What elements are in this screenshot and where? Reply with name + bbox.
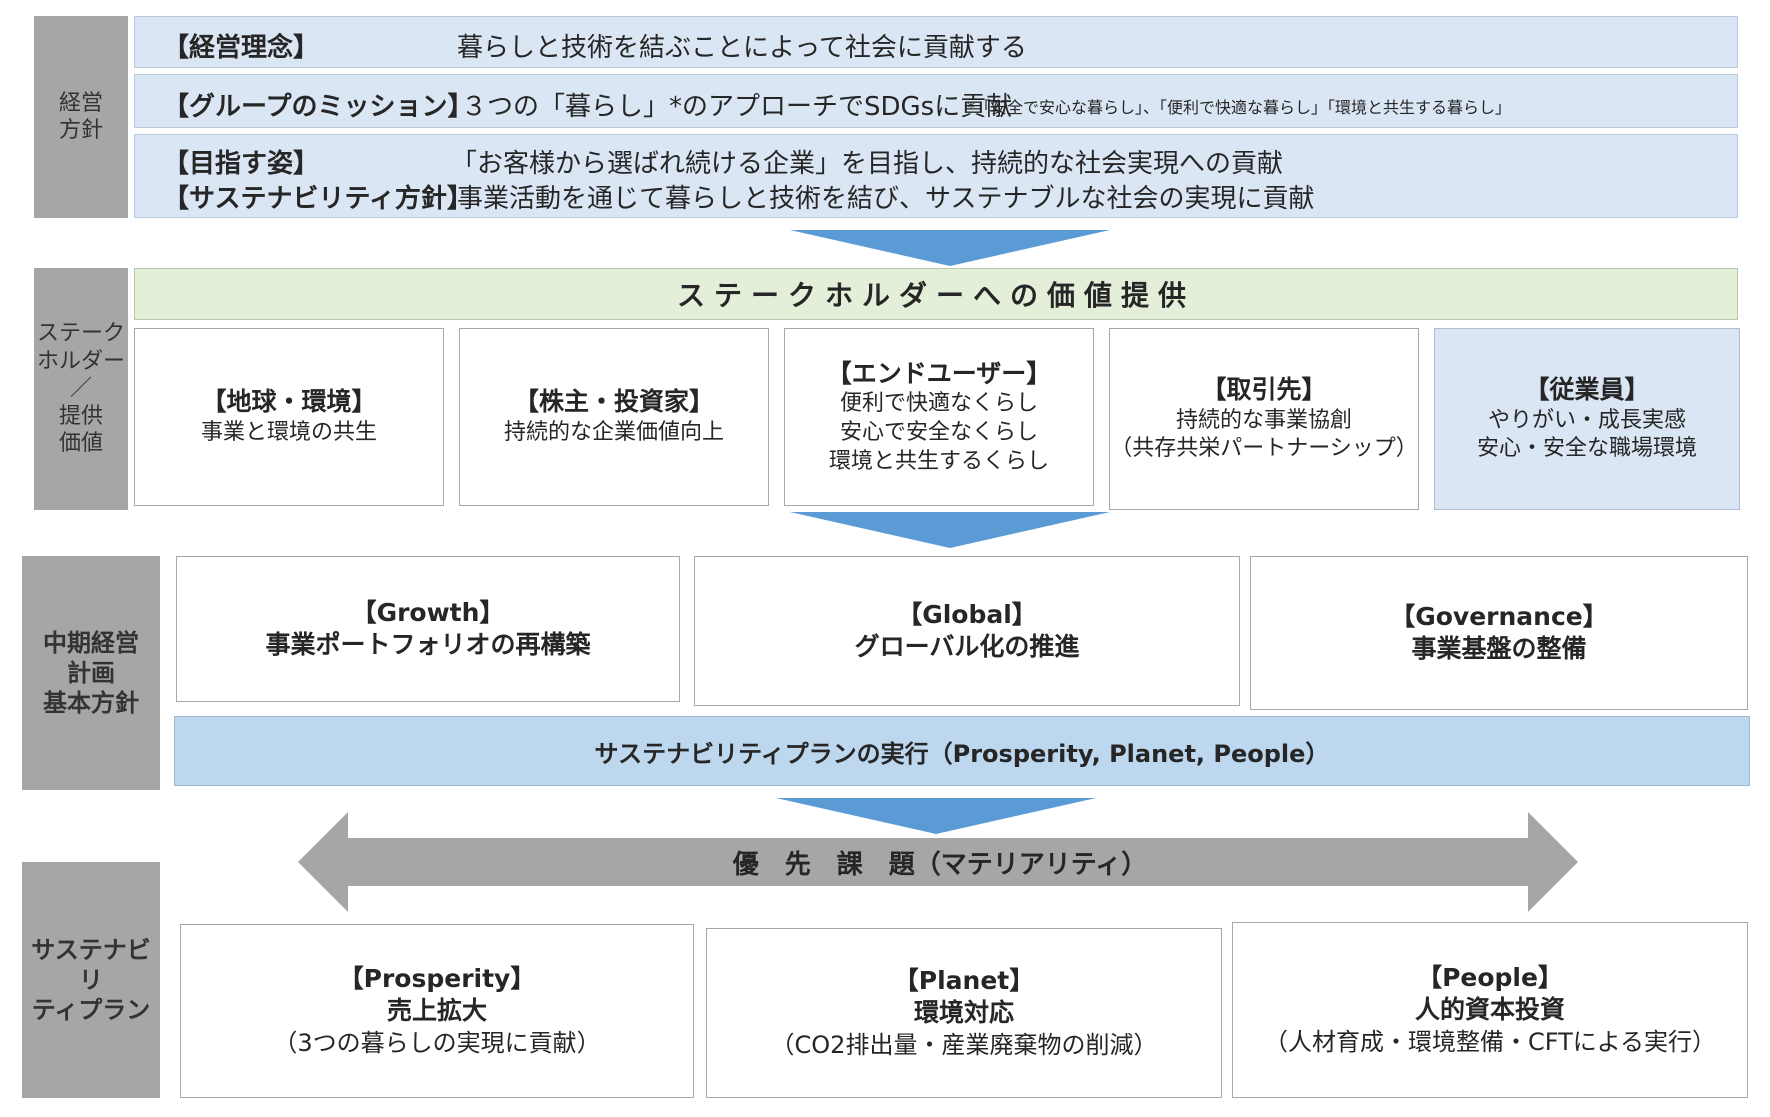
card-shareholders: 【株主・投資家】 持続的な企業価値向上 <box>459 328 769 506</box>
mission-label: 【グループのミッション】 <box>163 92 474 122</box>
card-sub: （3つの暮らしの実現に貢献） <box>273 1028 601 1057</box>
philosophy-text: 暮らしと技術を結ぶことによって社会に貢献する <box>457 33 1027 63</box>
stakeholder-value-header: ステークホルダーへの価値提供 <box>134 268 1738 320</box>
vision-text: 「お客様から選ばれ続ける企業」を目指し、持続的な社会実現への貢献 <box>451 149 1284 179</box>
card-body: 事業と環境の共生 <box>200 419 377 445</box>
card-title: 【Growth】 <box>351 597 505 627</box>
philosophy-row: 【経営理念】 暮らしと技術を結ぶことによって社会に貢献する <box>134 16 1738 68</box>
double-arrow-icon <box>298 812 1578 912</box>
card-global: 【Global】 グローバル化の推進 <box>694 556 1240 706</box>
card-title: 【地球・環境】 <box>201 387 377 417</box>
mission-note: *「安全で安心な暮らし」、「便利で快適な暮らし」「環境と共生する暮らし」 <box>967 98 1512 117</box>
card-body: 持続的な事業協創 （共存共栄パートナーシップ） <box>1110 407 1418 462</box>
card-prosperity: 【Prosperity】 売上拡大 （3つの暮らしの実現に貢献） <box>180 924 694 1098</box>
card-governance: 【Governance】 事業基盤の整備 <box>1250 556 1748 710</box>
sustainability-plan-bar: サステナビリティプランの実行（Prosperity, Planet, Peopl… <box>174 716 1750 786</box>
card-body: 売上拡大 <box>386 996 487 1026</box>
card-body: 人的資本投資 <box>1414 995 1565 1025</box>
card-title: 【Prosperity】 <box>338 963 536 993</box>
card-title: 【People】 <box>1417 962 1563 992</box>
card-body: 事業基盤の整備 <box>1411 634 1587 663</box>
card-body: 環境対応 <box>913 998 1014 1028</box>
card-title: 【Global】 <box>897 599 1037 629</box>
card-earth-environment: 【地球・環境】 事業と環境の共生 <box>134 328 444 506</box>
sustainability-side-label: サステナビリ ティプラン <box>22 862 160 1098</box>
card-planet: 【Planet】 環境対応 （CO2排出量・産業廃棄物の削減） <box>706 928 1222 1098</box>
vision-policy-row: 【目指す姿】 「お客様から選ばれ続ける企業」を目指し、持続的な社会実現への貢献 … <box>134 134 1738 218</box>
card-business-partners: 【取引先】 持続的な事業協創 （共存共栄パートナーシップ） <box>1109 328 1419 510</box>
card-title: 【Governance】 <box>1390 601 1608 631</box>
card-title: 【Planet】 <box>893 965 1035 995</box>
card-title: 【エンドユーザー】 <box>826 358 1052 388</box>
down-arrow-icon <box>790 512 1110 548</box>
card-title: 【従業員】 <box>1524 375 1650 405</box>
card-title: 【取引先】 <box>1201 375 1327 405</box>
card-people: 【People】 人的資本投資 （人材育成・環境整備・CFTによる実行） <box>1232 922 1748 1098</box>
card-sub: （CO2排出量・産業廃棄物の削減） <box>770 1030 1158 1059</box>
card-body: 持続的な企業価値向上 <box>503 419 724 445</box>
card-end-users: 【エンドユーザー】 便利で快適なくらし 安心で安全なくらし 環境と共生するくらし <box>784 328 1094 506</box>
card-body: 事業ポートフォリオの再構築 <box>265 630 591 659</box>
card-growth: 【Growth】 事業ポートフォリオの再構築 <box>176 556 680 702</box>
mission-text: ３つの「暮らし」*のアプローチでSDGsに貢献 <box>461 92 1013 122</box>
card-body: 便利で快適なくらし 安心で安全なくらし 環境と共生するくらし <box>828 391 1049 474</box>
card-body: グローバル化の推進 <box>854 632 1080 661</box>
card-body: やりがい・成長実感 安心・安全な職場環境 <box>1476 407 1697 462</box>
materiality-label: 優 先 課 題（マテリアリティ） <box>732 849 1148 880</box>
card-sub: （人材育成・環境整備・CFTによる実行） <box>1263 1027 1717 1056</box>
card-title: 【株主・投資家】 <box>513 387 714 417</box>
down-arrow-icon <box>776 798 1096 834</box>
mission-row: 【グループのミッション】 ３つの「暮らし」*のアプローチでSDGsに貢献 *「安… <box>134 74 1738 128</box>
down-arrow-icon <box>790 230 1110 266</box>
management-side-label: 経営 方針 <box>34 16 128 218</box>
sustainability-policy-label: 【サステナビリティ方針】 <box>163 184 473 214</box>
stakeholder-side-label: ステーク ホルダー ／ 提供 価値 <box>34 268 128 510</box>
midterm-side-label: 中期経営 計画 基本方針 <box>22 556 160 790</box>
philosophy-label: 【経営理念】 <box>163 33 320 63</box>
card-employees: 【従業員】 やりがい・成長実感 安心・安全な職場環境 <box>1434 328 1740 510</box>
vision-label: 【目指す姿】 <box>163 149 320 179</box>
sustainability-policy-text: 事業活動を通じて暮らしと技術を結び、サステナブルな社会の実現に貢献 <box>457 184 1315 214</box>
